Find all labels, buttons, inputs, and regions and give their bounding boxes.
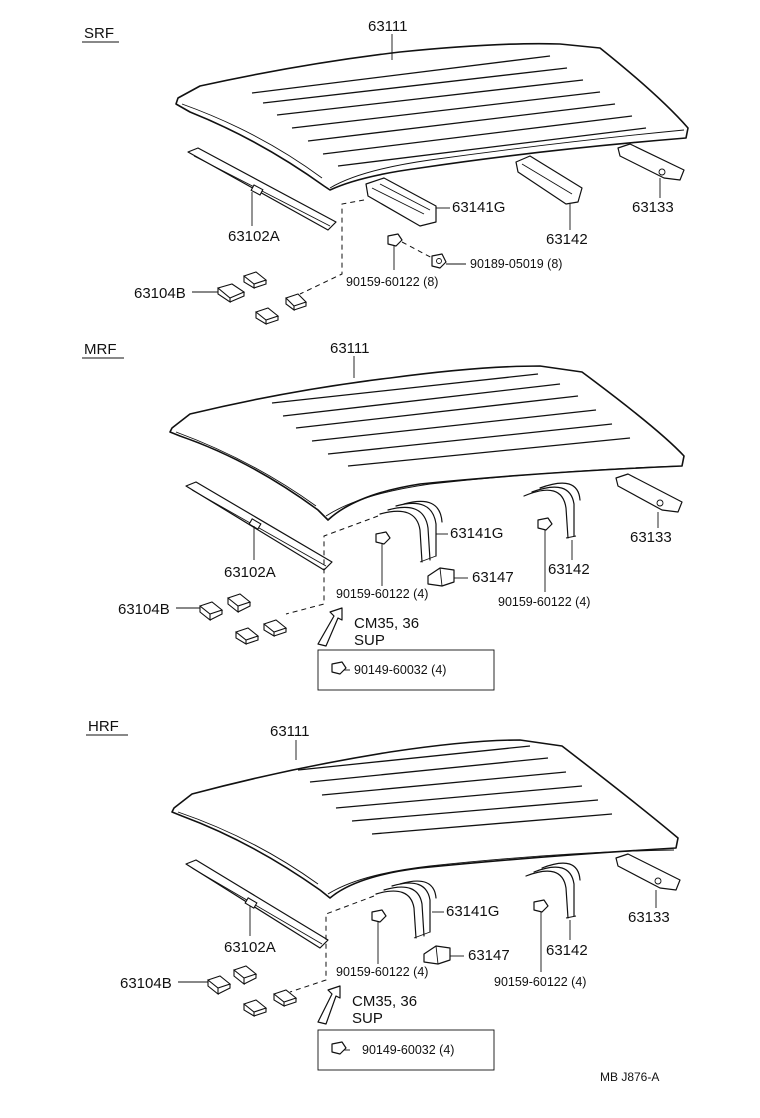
arrow-icon <box>317 985 341 1025</box>
section-title-srf: SRF <box>84 25 114 42</box>
bracket-icon <box>427 567 455 587</box>
roof-rail-front <box>365 177 437 227</box>
nut-icon <box>331 1041 350 1055</box>
label-rail: 63102A <box>224 564 276 581</box>
bolt-icon <box>537 517 553 592</box>
front-rail <box>187 147 337 231</box>
label-block: 63104B <box>118 601 170 618</box>
section-title-mrf: MRF <box>84 341 117 358</box>
label-bolt-left: 90159-60122 (4) <box>336 587 428 601</box>
end-piece <box>615 473 683 513</box>
label-bolt-left: 90159-60122 (4) <box>336 965 428 979</box>
label-roof: 63111 <box>330 340 370 357</box>
bolt-icon <box>375 531 391 586</box>
label-rail-front: 63141G <box>446 903 499 920</box>
diagram-code: MB J876-A <box>600 1070 659 1084</box>
end-piece <box>617 143 685 181</box>
nut-icon <box>431 253 447 269</box>
roof-rail-rear <box>515 155 583 205</box>
box-part-number: 90149-60032 (4) <box>362 1043 454 1057</box>
label-rail-rear: 63142 <box>546 231 588 248</box>
note-line2: SUP <box>354 632 385 649</box>
roof-rail-front <box>375 880 437 939</box>
label-rail-rear: 63142 <box>546 942 588 959</box>
label-rail: 63102A <box>228 228 280 245</box>
end-piece <box>615 853 681 891</box>
note-line1: CM35, 36 <box>354 615 419 632</box>
label-bracket: 63147 <box>472 569 514 586</box>
label-block: 63104B <box>134 285 186 302</box>
supplement-box <box>317 1029 495 1071</box>
bolt-icon <box>387 233 403 270</box>
label-bolt-right: 90159-60122 (4) <box>494 975 586 989</box>
label-bolt-left: 90159-60122 (8) <box>346 275 438 289</box>
bolt-icon <box>533 899 549 972</box>
roof-rail-front <box>379 500 443 563</box>
roof-rail-rear <box>525 862 581 919</box>
arrow-icon <box>317 607 343 647</box>
label-bracket: 63147 <box>468 947 510 964</box>
note-line1: CM35, 36 <box>352 993 417 1010</box>
front-rail <box>185 481 333 571</box>
label-end: 63133 <box>628 909 670 926</box>
spacer-blocks <box>216 271 308 325</box>
label-block: 63104B <box>120 975 172 992</box>
roof-panel <box>169 365 685 521</box>
section-mrf: MRF 63111 63102A <box>82 340 685 691</box>
bracket-icon <box>423 945 451 965</box>
label-end: 63133 <box>630 529 672 546</box>
supplement-box <box>317 649 495 691</box>
label-bolt-right: 90189-05019 (8) <box>470 257 562 271</box>
label-rail-rear: 63142 <box>548 561 590 578</box>
box-part-number: 90149-60032 (4) <box>354 663 446 677</box>
roof-rail-rear <box>523 482 581 539</box>
label-roof: 63111 <box>270 723 310 740</box>
spacer-blocks <box>206 965 298 1017</box>
front-rail <box>185 859 329 949</box>
roof-panel <box>171 739 679 899</box>
label-rail-front: 63141G <box>452 199 505 216</box>
section-title-hrf: HRF <box>88 718 119 735</box>
label-rail: 63102A <box>224 939 276 956</box>
section-hrf: HRF 63111 63102A 6314 <box>86 718 681 1071</box>
spacer-blocks <box>198 593 288 645</box>
label-bolt-right: 90159-60122 (4) <box>498 595 590 609</box>
roof-rib <box>251 55 551 94</box>
section-srf: SRF 63111 63102A <box>82 18 689 325</box>
roof-panel <box>175 42 689 191</box>
label-rail-front: 63141G <box>450 525 503 542</box>
label-end: 63133 <box>632 199 674 216</box>
bolt-icon <box>371 909 387 964</box>
nut-icon <box>331 661 350 675</box>
label-roof: 63111 <box>368 18 408 35</box>
note-line2: SUP <box>352 1010 383 1027</box>
